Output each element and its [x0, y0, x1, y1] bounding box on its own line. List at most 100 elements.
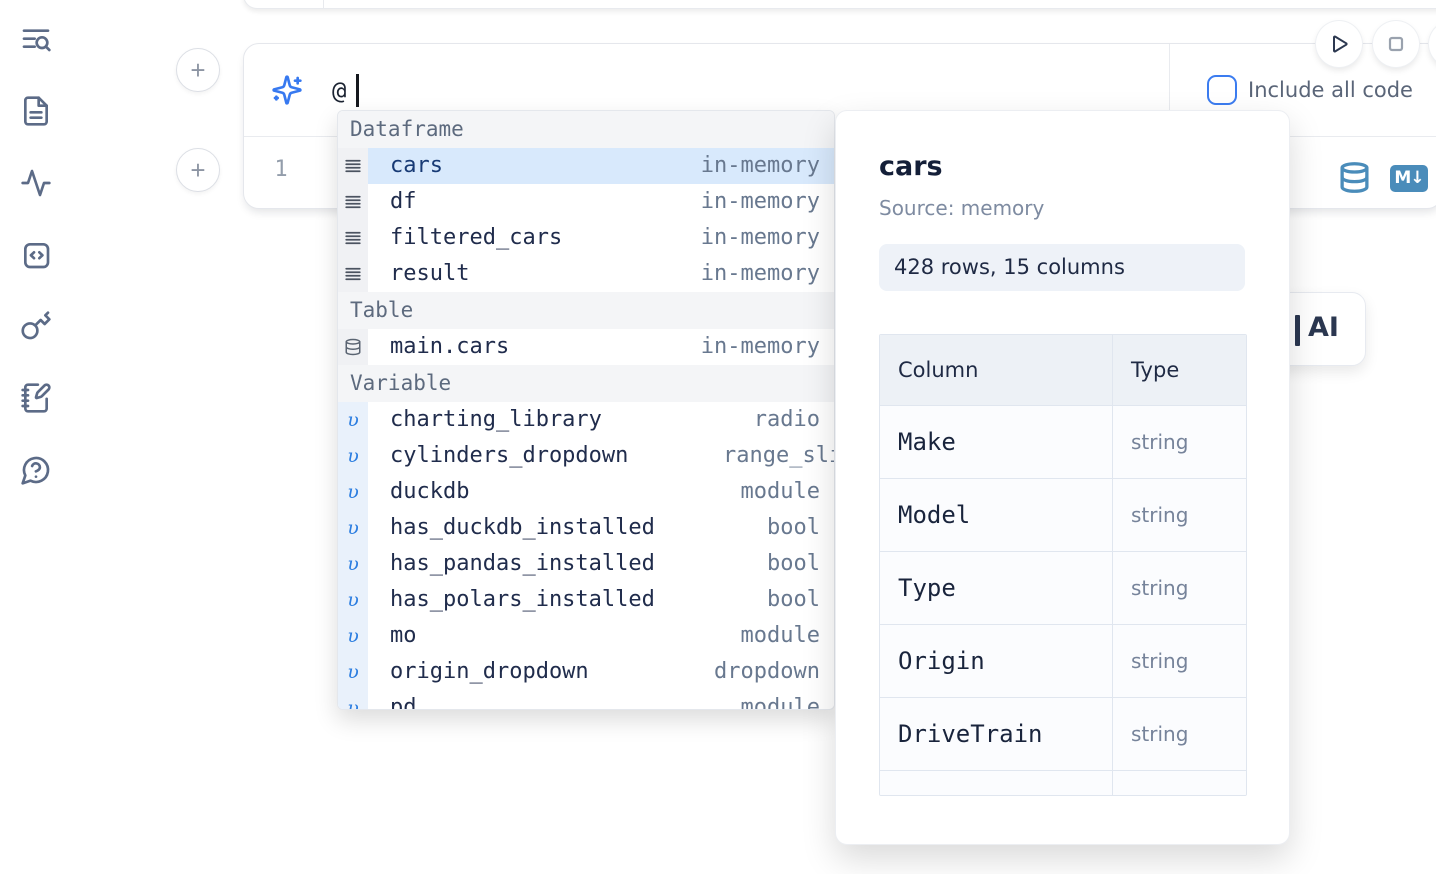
variable-icon: υ	[338, 474, 368, 510]
table-row: Origin string	[880, 625, 1246, 698]
autocomplete-item-has-duckdb-installed[interactable]: υ has_duckdb_installed bool	[338, 510, 834, 546]
autocomplete-item-origin-dropdown[interactable]: υ origin_dropdown dropdown	[338, 654, 834, 690]
rows-icon	[338, 256, 368, 292]
code-editor-row[interactable]: 1 M↓	[244, 137, 1436, 209]
file-text-icon[interactable]	[20, 95, 52, 127]
item-type: module	[740, 623, 820, 648]
item-name: duckdb	[390, 479, 470, 504]
column-name: Type	[898, 574, 956, 602]
stop-cell-button[interactable]	[1373, 21, 1419, 67]
ai-button-clipped-text	[1295, 315, 1300, 346]
item-name: filtered_cars	[390, 225, 563, 250]
database-icon[interactable]	[1338, 159, 1371, 196]
square-icon	[1388, 36, 1404, 52]
item-type: module	[740, 479, 820, 504]
autocomplete-item-filtered-cars[interactable]: filtered_cars in-memory	[338, 220, 834, 256]
item-type: in-memory	[700, 189, 820, 214]
table-row-clipped	[880, 771, 1246, 795]
item-name: pd	[390, 695, 417, 710]
previous-cell-bottom-edge	[243, 0, 1436, 9]
scratchpad-icon[interactable]	[20, 382, 52, 414]
item-name: df	[390, 189, 417, 214]
autocomplete-item-charting-library[interactable]: υ charting_library radio	[338, 402, 834, 438]
item-type: bool	[767, 587, 820, 612]
item-name: result	[390, 261, 470, 286]
item-type: bool	[767, 551, 820, 576]
item-name: cylinders_dropdown	[390, 443, 629, 468]
variable-icon: υ	[338, 510, 368, 546]
autocomplete-item-has-polars-installed[interactable]: υ has_polars_installed bool	[338, 582, 834, 618]
item-type: bool	[767, 515, 820, 540]
autocomplete-item-result[interactable]: result in-memory	[338, 256, 834, 292]
popup-title: cars	[879, 151, 943, 182]
ai-prompt-input[interactable]: @	[332, 77, 347, 105]
item-name: main.cars	[390, 334, 510, 359]
include-all-code-checkbox[interactable]	[1207, 75, 1237, 105]
item-type: in-memory	[700, 261, 820, 286]
item-type: in-memory	[700, 153, 820, 178]
markdown-icon[interactable]: M↓	[1390, 165, 1428, 192]
item-type: range_slider	[723, 443, 834, 468]
variable-icon: υ	[338, 582, 368, 618]
table-row: Model string	[880, 479, 1246, 552]
column-name: Origin	[898, 647, 985, 675]
column-type: string	[1131, 649, 1189, 673]
database-small-icon	[338, 329, 368, 365]
line-number: 1	[274, 157, 288, 182]
variable-icon: υ	[338, 546, 368, 582]
add-cell-button-bottom[interactable]: +	[176, 148, 220, 192]
run-cell-button[interactable]	[1316, 21, 1362, 67]
column-name: DriveTrain	[898, 720, 1043, 748]
help-chat-icon[interactable]	[20, 454, 52, 486]
popup-shape-badge: 428 rows, 15 columns	[879, 244, 1245, 291]
item-name: charting_library	[390, 407, 602, 432]
table-header-row: Column Type	[880, 335, 1246, 406]
column-type: string	[1131, 430, 1189, 454]
section-header-dataframe: Dataframe	[338, 111, 834, 148]
column-header: Column	[880, 335, 1113, 405]
section-header-variable: Variable	[338, 365, 834, 402]
popup-source: Source: memory	[879, 196, 1045, 220]
autocomplete-item-df[interactable]: df in-memory	[338, 184, 834, 220]
text-cursor	[356, 74, 359, 107]
key-icon[interactable]	[20, 310, 52, 342]
variable-icon: υ	[338, 690, 368, 709]
autocomplete-item-cylinders-dropdown[interactable]: υ cylinders_dropdown range_slider	[338, 438, 834, 474]
item-name: origin_dropdown	[390, 659, 589, 684]
code-snippets-icon[interactable]	[20, 239, 52, 271]
table-row: DriveTrain string	[880, 698, 1246, 771]
prompt-options-section: Include all code	[1169, 44, 1436, 136]
variable-icon: υ	[338, 654, 368, 690]
variable-icon: υ	[338, 438, 368, 474]
item-type: dropdown	[714, 659, 820, 684]
column-type: string	[1131, 503, 1189, 527]
autocomplete-item-duckdb[interactable]: υ duckdb module	[338, 474, 834, 510]
column-type: string	[1131, 576, 1189, 600]
add-cell-button-top[interactable]: +	[176, 48, 220, 92]
item-type: in-memory	[700, 225, 820, 250]
column-name: Make	[898, 428, 956, 456]
type-header: Type	[1131, 358, 1180, 382]
table-row: Make string	[880, 406, 1246, 479]
item-name: has_polars_installed	[390, 587, 655, 612]
column-type-table: Column Type Make string Model string Typ…	[879, 334, 1247, 796]
column-name: Model	[898, 501, 971, 529]
more-actions-button[interactable]	[1429, 21, 1436, 67]
activity-icon[interactable]	[20, 167, 52, 199]
variable-icon: υ	[338, 402, 368, 438]
rows-icon	[338, 220, 368, 256]
list-search-icon[interactable]	[20, 24, 52, 56]
item-type: radio	[753, 407, 820, 432]
rows-icon	[338, 148, 368, 184]
item-name: has_duckdb_installed	[390, 515, 655, 540]
include-all-code-label: Include all code	[1248, 78, 1413, 102]
variable-icon: υ	[338, 618, 368, 654]
section-header-table: Table	[338, 292, 834, 329]
